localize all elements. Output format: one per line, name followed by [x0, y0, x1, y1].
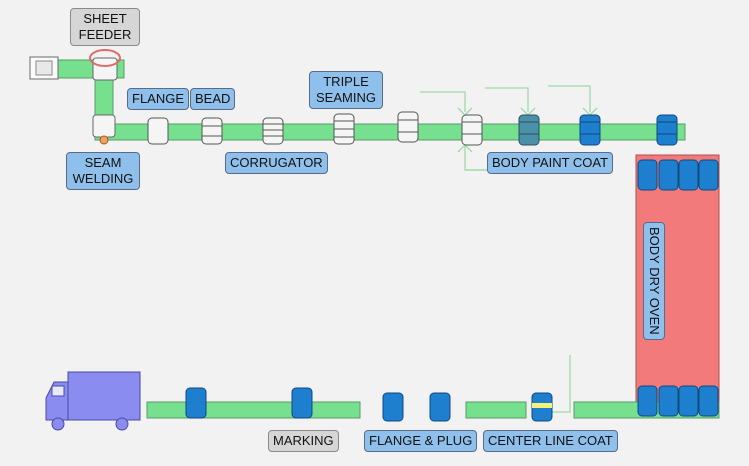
oven-drums	[637, 159, 719, 417]
body-dry-oven-label: BODY DRY OVEN	[643, 222, 665, 340]
drum-icon	[89, 49, 121, 145]
triple-seaming-label: TRIPLE SEAMING	[309, 71, 383, 109]
corrugator-label: CORRUGATOR	[225, 152, 328, 174]
flange-plug-label: FLANGE & PLUG	[364, 430, 478, 452]
seam-welding-label: SEAM WELDING	[66, 152, 140, 190]
truck-icon	[45, 371, 141, 431]
center-line-coat-label: CENTER LINE COAT	[483, 430, 618, 452]
top-drums	[147, 111, 678, 146]
bead-label: BEAD	[190, 88, 236, 110]
marking-label: MARKING	[268, 430, 339, 452]
body-paint-coat-label: BODY PAINT COAT	[487, 152, 614, 174]
bottom-drums	[185, 387, 553, 422]
sheet-feeder-label: SHEET FEEDER	[70, 8, 140, 46]
flange-label: FLANGE	[127, 88, 190, 110]
